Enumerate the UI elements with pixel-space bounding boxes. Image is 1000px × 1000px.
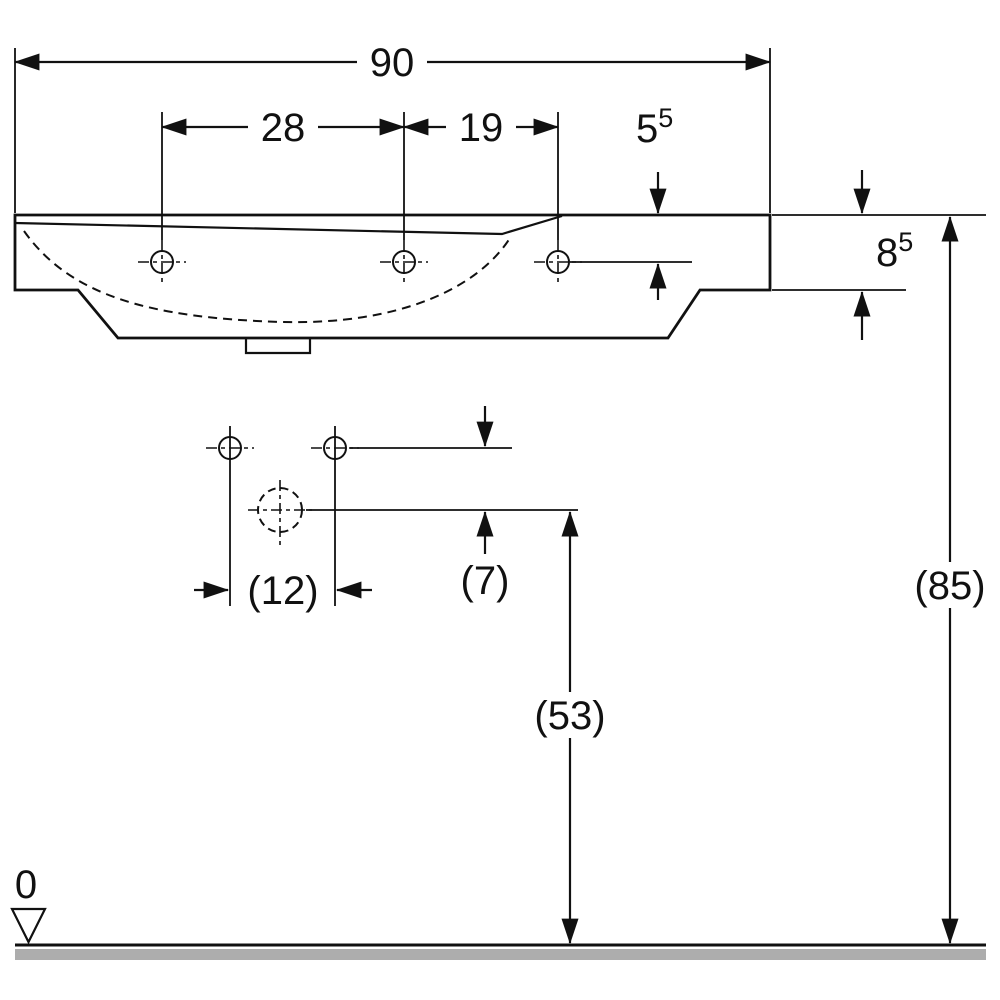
dimension-labels: 90 28 19 55 85 (85) (53) (7) (12) 0 bbox=[15, 41, 986, 907]
tap-hole-center bbox=[380, 240, 428, 284]
tap-hole-left-circle bbox=[150, 250, 174, 274]
label-fixing-spacing: (12) bbox=[247, 569, 318, 613]
label-rim-thickness: 85 bbox=[876, 227, 913, 275]
tap-holes bbox=[138, 240, 582, 284]
tap-hole-center-circle bbox=[392, 250, 416, 274]
label-datum-level: 0 bbox=[15, 863, 37, 907]
label-tap-hole-offset: 55 bbox=[636, 103, 673, 151]
mask-overall-width bbox=[357, 40, 427, 84]
label-tap-hole-offset-sup: 5 bbox=[658, 103, 673, 133]
fixing-hole-right-circle bbox=[323, 436, 347, 460]
label-tap-hole-offset-base: 5 bbox=[636, 107, 658, 151]
basin-outline bbox=[13, 213, 772, 340]
ground-band bbox=[15, 949, 986, 960]
outlet-hole bbox=[248, 480, 312, 546]
dimension-lines bbox=[13, 53, 959, 945]
label-outlet-offset: (7) bbox=[461, 559, 510, 603]
label-tap-spacing-left: 28 bbox=[261, 106, 306, 150]
tap-hole-left bbox=[138, 240, 186, 284]
outlet-circle-dashed bbox=[257, 487, 303, 533]
ground bbox=[10, 907, 986, 960]
label-trap-height: (53) bbox=[534, 694, 605, 738]
tap-hole-right-circle bbox=[546, 250, 570, 274]
fixing-hole-left-circle bbox=[218, 436, 242, 460]
label-rim-thickness-base: 8 bbox=[876, 231, 898, 275]
label-rim-thickness-sup: 5 bbox=[898, 227, 913, 257]
deck-edge-line bbox=[14, 214, 563, 236]
mask-tap-spacing-right bbox=[446, 105, 516, 149]
label-overall-width: 90 bbox=[370, 41, 415, 85]
mask-rim-height bbox=[902, 562, 998, 608]
label-masks bbox=[248, 40, 998, 738]
datum-triangle-icon bbox=[10, 907, 47, 945]
fixing-holes bbox=[206, 426, 359, 606]
mask-trap-height bbox=[522, 692, 618, 738]
bowl-contour-dashed bbox=[23, 230, 511, 324]
mask-tap-spacing-left bbox=[248, 105, 318, 149]
label-rim-height: (85) bbox=[914, 564, 985, 608]
label-tap-spacing-right: 19 bbox=[459, 106, 504, 150]
drain-outline bbox=[244, 338, 312, 355]
basin-body bbox=[13, 213, 772, 355]
